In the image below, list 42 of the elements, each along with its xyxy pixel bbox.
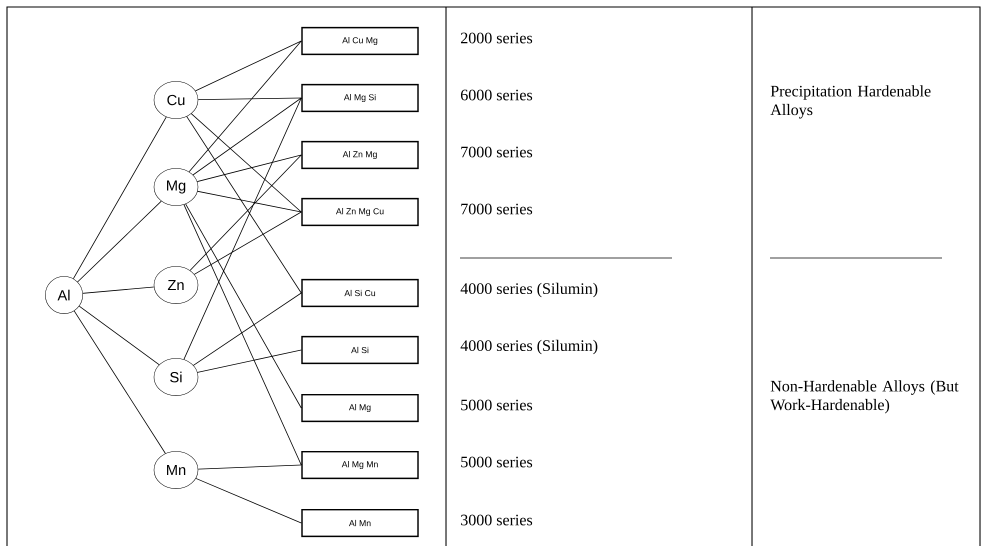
category-label: Precipitation Hardenable Alloys [770, 85, 931, 118]
series-label: 4000 series (Silumin) [460, 282, 598, 298]
alloy-box: Al Si Cu [301, 278, 419, 308]
alloy-box: Al Mg [301, 394, 419, 422]
alloy-box: Al Zn Mg [301, 140, 419, 170]
alloy-box: Al Mn [301, 508, 419, 538]
connector-line [184, 98, 302, 360]
alloy-box: Al Zn Mg Cu [301, 198, 419, 226]
series-label: 2000 series [460, 32, 532, 44]
connector-line [192, 98, 302, 176]
connector-line [74, 310, 166, 454]
series-label: 4000 series (Silumin) [460, 340, 598, 354]
series-label: 5000 series [461, 456, 532, 468]
category-label: Non-Hardenable Alloys (But Work-Hardenable) [770, 380, 959, 414]
connector-line [186, 116, 302, 294]
connector-line [198, 464, 302, 470]
alloy-box: Al Mg Si [301, 84, 419, 112]
series-label: 6000 series [460, 90, 532, 100]
connector-line [194, 212, 302, 275]
connector-line [197, 350, 302, 373]
connector-line [197, 190, 302, 212]
connector-line [73, 116, 167, 279]
connector-line [196, 478, 302, 524]
series-label: 7000 series [461, 204, 532, 214]
alloy-box: Al Mg Mn [301, 450, 419, 480]
connector-line [198, 98, 302, 100]
series-label: 5000 series [461, 400, 532, 410]
connector-line [190, 154, 302, 271]
connector-line [195, 40, 302, 92]
connector-line [82, 286, 154, 294]
connector-line [185, 204, 302, 408]
connector-line [190, 113, 302, 212]
connector-line [184, 204, 302, 466]
connector-line [196, 154, 302, 182]
connector-line [193, 292, 302, 366]
connector-line [188, 40, 302, 172]
connector-line [77, 200, 162, 282]
connector-line [78, 306, 160, 366]
series-label: 7000 series [461, 146, 532, 158]
series-label: 3000 series [461, 514, 532, 526]
alloy-box: Al Cu Mg [301, 26, 419, 56]
alloy-box: Al Si [301, 336, 419, 364]
